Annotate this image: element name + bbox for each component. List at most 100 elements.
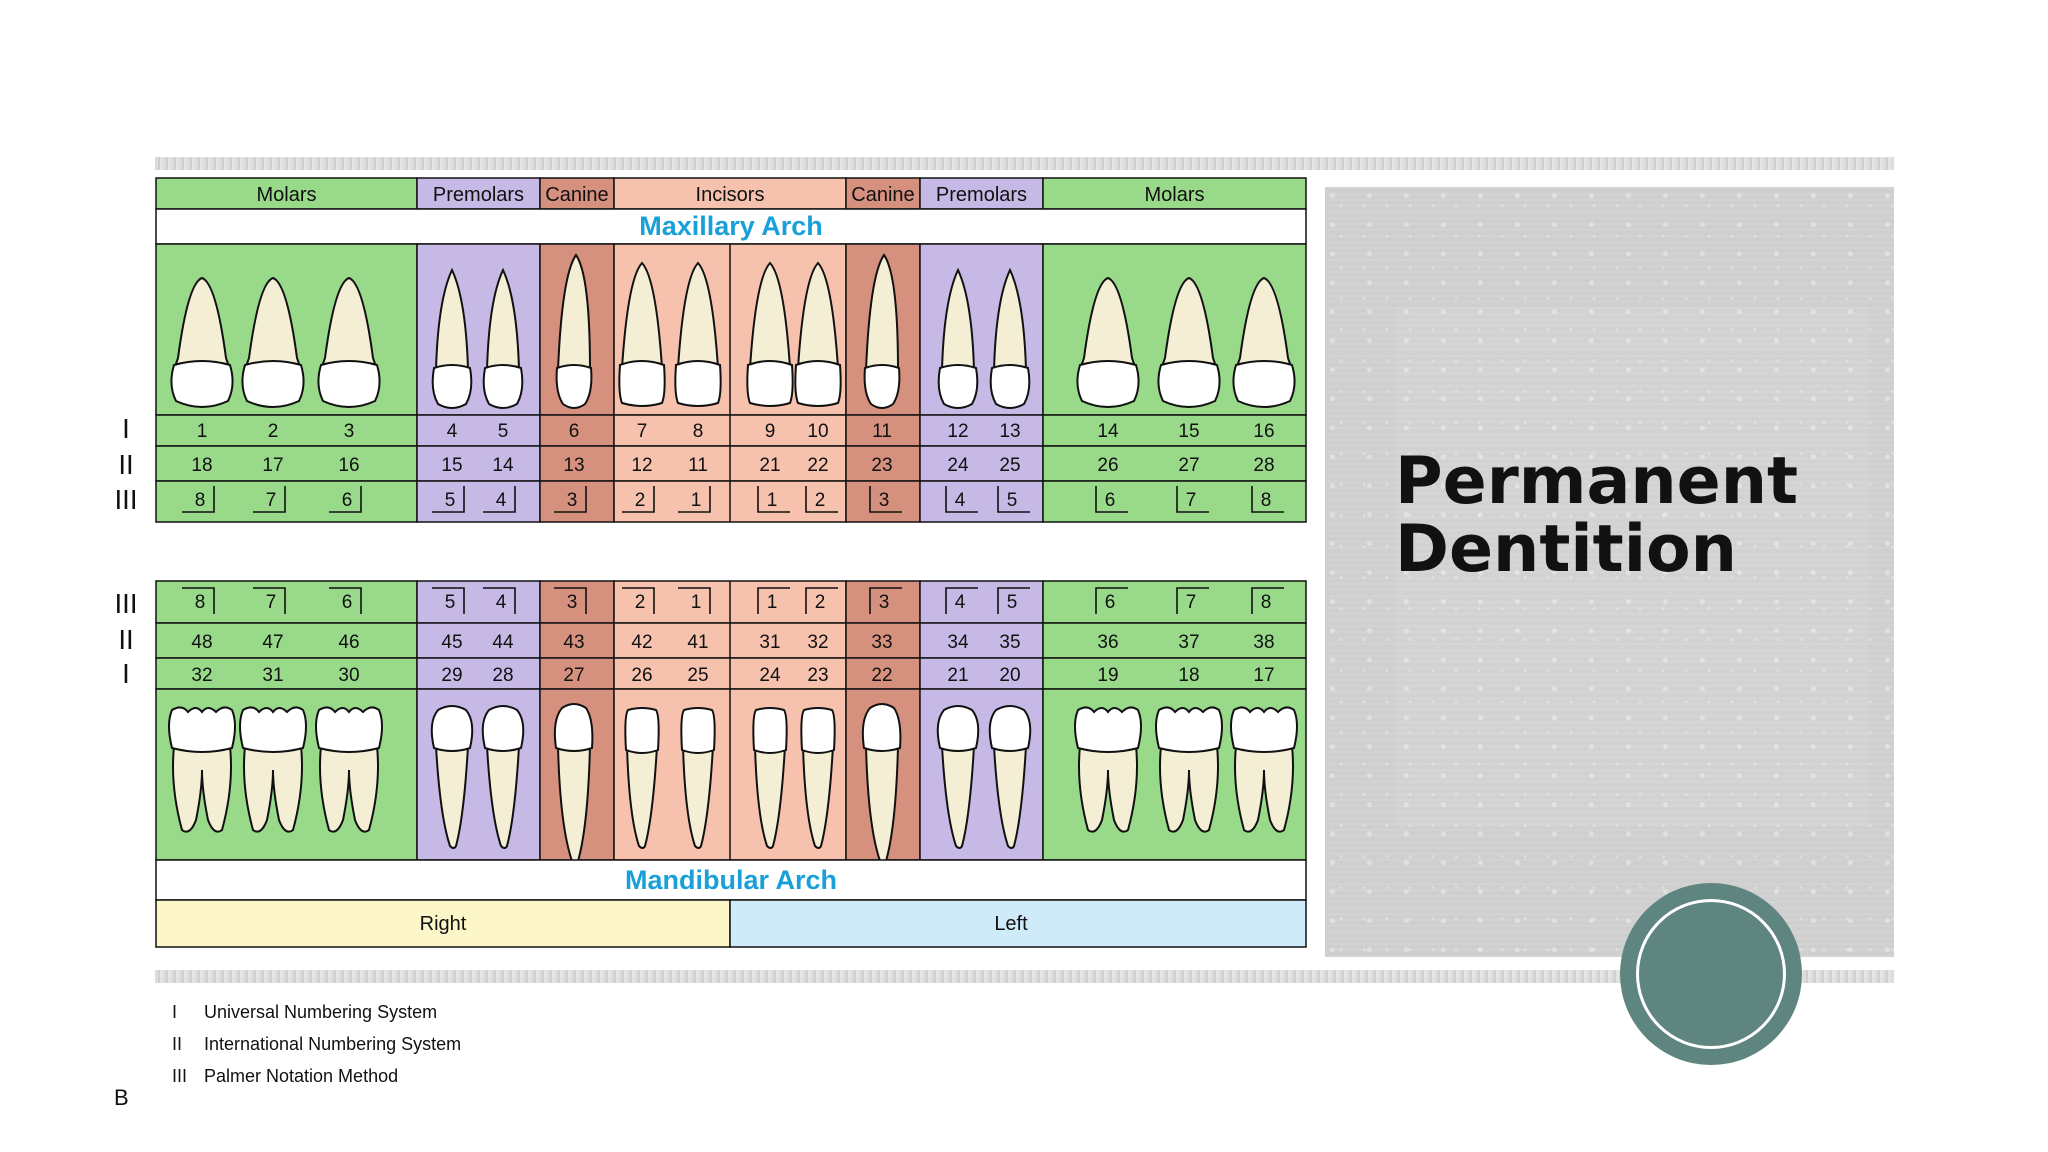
palmer-bracket — [869, 587, 902, 614]
lower-universal-number: 20 — [999, 665, 1020, 686]
palmer-bracket — [869, 486, 902, 513]
lower-universal-number: 23 — [807, 665, 828, 686]
incisor-root — [676, 261, 720, 369]
incisor-root — [801, 745, 835, 849]
right-side-label: Right — [420, 913, 467, 935]
legend-numeral: I — [172, 1001, 178, 1022]
legend-text: Palmer Notation Method — [204, 1065, 399, 1086]
legend-text: International Numbering System — [204, 1033, 462, 1054]
molar-crown — [170, 360, 234, 408]
maxillary-arch-label: Maxillary Arch — [639, 211, 823, 241]
upper-universal-number: 13 — [999, 421, 1020, 442]
lower-universal-number: 29 — [441, 665, 462, 686]
lower-international-number: 43 — [563, 632, 584, 653]
upper-palmer-number: 5 — [1007, 490, 1018, 511]
molar-crown — [168, 706, 236, 753]
decorative-circle — [1620, 883, 1802, 1065]
upper-international-number: 16 — [338, 455, 359, 476]
lower-universal-cell — [1042, 657, 1307, 690]
lower-international-cell — [416, 622, 541, 659]
premolar-root — [992, 745, 1028, 849]
upper-palmer-number: 2 — [815, 490, 826, 511]
upper-tooth-icon — [1232, 276, 1296, 408]
lower-universal-number: 30 — [338, 665, 359, 686]
lower-palmer-number: 4 — [955, 592, 966, 613]
lower-international-number: 42 — [631, 632, 652, 653]
lower-international-cell — [919, 622, 1044, 659]
premolar-crown — [482, 364, 524, 409]
molar-crown — [1157, 360, 1221, 408]
lower-international-number: 41 — [687, 632, 708, 653]
upper-international-number: 22 — [807, 455, 828, 476]
upper-international-number: 25 — [999, 455, 1020, 476]
palmer-bracket — [757, 486, 790, 513]
molar-crown — [1076, 360, 1140, 408]
lower-palmer-number: 1 — [767, 592, 778, 613]
premolar-crown — [937, 364, 979, 409]
premolar-root — [485, 745, 521, 849]
upper-palmer-number: 8 — [195, 490, 206, 511]
header-cell — [1042, 177, 1307, 210]
lower-tooth-icon — [1230, 706, 1298, 833]
upper-universal-number: 7 — [637, 421, 648, 442]
upper-international-cell — [416, 445, 541, 482]
lower-tooth-icon — [800, 707, 836, 849]
lower-international-number: 31 — [759, 632, 780, 653]
upper-international-cell — [845, 445, 921, 482]
canine-root — [556, 253, 592, 371]
legend: I Universal Numbering System II Internat… — [172, 996, 461, 1092]
lower-tooth-icon — [752, 707, 788, 849]
bottom-band — [155, 970, 1894, 983]
palmer-bracket — [678, 486, 711, 513]
premolar-root — [434, 745, 470, 849]
slide-title: Permanent Dentition — [1395, 448, 1875, 584]
incisor-root — [753, 745, 787, 849]
upper-palmer-number: 3 — [879, 490, 890, 511]
lower-universal-number: 18 — [1178, 665, 1199, 686]
lower-palmer-number: 3 — [879, 592, 890, 613]
upper-international-number: 12 — [631, 455, 652, 476]
upper-international-number: 24 — [947, 455, 969, 476]
lower-universal-cell — [845, 657, 921, 690]
upper-international-cell — [539, 445, 615, 482]
lower-palmer-number: 7 — [266, 592, 277, 613]
lower-universal-number: 24 — [759, 665, 781, 686]
canine-crown — [861, 703, 902, 752]
lower-palmer-number: 4 — [496, 592, 507, 613]
canine-root — [864, 253, 900, 371]
row-marker: III — [114, 590, 137, 620]
upper-palmer-number: 5 — [445, 490, 456, 511]
lower-palmer-number: 3 — [567, 592, 578, 613]
upper-palmer-number: 7 — [1186, 490, 1197, 511]
incisor-crown — [800, 707, 836, 754]
upper-international-cell — [1042, 445, 1307, 482]
row-marker: I — [122, 660, 130, 690]
lower-international-number: 48 — [191, 632, 212, 653]
palmer-bracket — [945, 486, 978, 513]
group-label: Molars — [1144, 184, 1204, 206]
upper-palmer-number: 1 — [767, 490, 778, 511]
upper-tooth-icon — [746, 261, 794, 407]
lower-palmer-number: 8 — [1261, 592, 1272, 613]
palmer-bracket — [805, 486, 838, 513]
lower-palmer-number: 7 — [1186, 592, 1197, 613]
lower-international-number: 34 — [947, 632, 969, 653]
lower-palmer-number: 8 — [195, 592, 206, 613]
upper-universal-number: 6 — [569, 421, 580, 442]
group-label: Premolars — [936, 184, 1027, 206]
upper-universal-number: 12 — [947, 421, 968, 442]
upper-palmer-number: 3 — [567, 490, 578, 511]
upper-tooth-icon — [431, 267, 473, 409]
lower-palmer-cell — [1042, 580, 1307, 624]
lower-tooth-icon — [430, 705, 474, 849]
header-cell — [613, 177, 847, 210]
legend-item: I Universal Numbering System — [172, 996, 461, 1028]
incisor-crown — [624, 707, 660, 754]
upper-tooth-icon — [170, 276, 234, 408]
palmer-bracket — [483, 486, 516, 513]
lower-international-number: 38 — [1253, 632, 1274, 653]
group-label: Canine — [545, 184, 608, 206]
premolar-crown — [430, 705, 474, 752]
premolar-root — [485, 267, 521, 371]
